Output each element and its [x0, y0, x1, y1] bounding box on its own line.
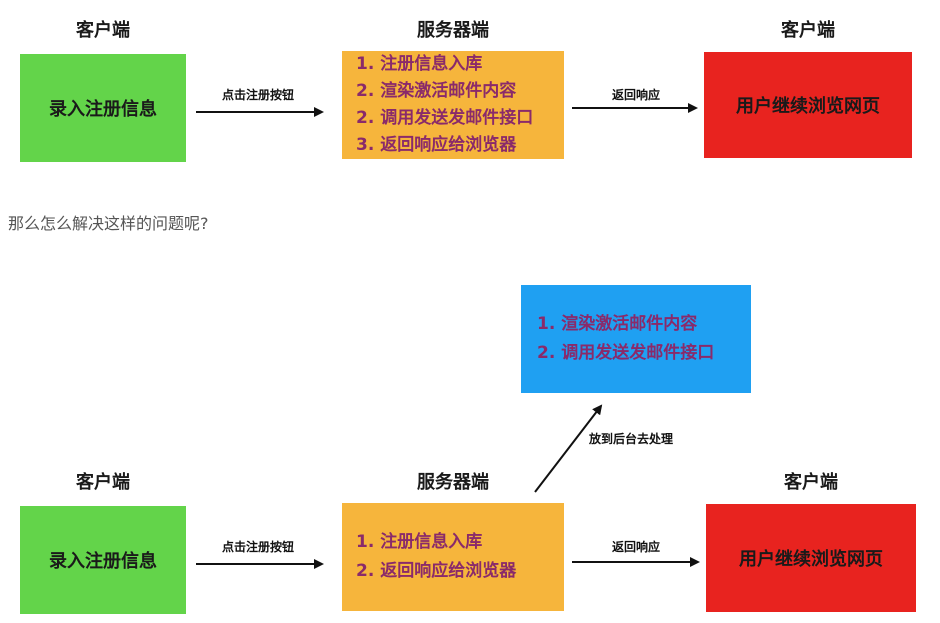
question-text: 那么怎么解决这样的问题呢? — [8, 214, 209, 233]
diagram2-server-step: 1. 注册信息入库 — [356, 532, 483, 552]
diagram2-server-header: 服务器端 — [417, 472, 489, 493]
diagram1-server-header: 服务器端 — [417, 20, 489, 41]
diagram1-server-box: 1. 注册信息入库 2. 渲染激活邮件内容 2. 调用发送发邮件接口 3. 返回… — [342, 51, 564, 159]
diagram2-client-input-label: 录入注册信息 — [49, 551, 157, 572]
diagram1-client-right-header: 客户端 — [781, 20, 835, 41]
diagram1-server-step: 3. 返回响应给浏览器 — [356, 135, 517, 155]
diagram2-arrow-left-label: 点击注册按钮 — [221, 540, 294, 554]
diagram2-arrow-right-label: 返回响应 — [611, 540, 660, 554]
diagram1-client-input-label: 录入注册信息 — [49, 99, 157, 120]
diagram1-client-input-box: 录入注册信息 — [20, 54, 186, 162]
diagram2-client-result-box: 用户继续浏览网页 — [706, 504, 916, 612]
diagram2-client-result-label: 用户继续浏览网页 — [739, 549, 883, 570]
diagram2-arrow-up-label: 放到后台去处理 — [589, 432, 674, 446]
diagram1-client-result-box: 用户继续浏览网页 — [704, 52, 912, 158]
diagram2-server-box: 1. 注册信息入库 2. 返回响应给浏览器 — [342, 503, 564, 611]
diagram2-background-step: 2. 调用发送发邮件接口 — [537, 343, 715, 363]
diagram1-server-step: 1. 注册信息入库 — [356, 54, 483, 74]
diagram2-server-step: 2. 返回响应给浏览器 — [356, 561, 517, 581]
diagram1-client-left-header: 客户端 — [76, 20, 130, 41]
diagram1-arrow-right-label: 返回响应 — [611, 88, 660, 102]
diagram1-server-step: 2. 渲染激活邮件内容 — [356, 81, 517, 101]
diagram2-background-box: 1. 渲染激活邮件内容 2. 调用发送发邮件接口 — [521, 285, 751, 393]
diagram2-client-left-header: 客户端 — [76, 472, 130, 493]
diagram2-arrow-background — [534, 404, 603, 493]
diagram1-server-step: 2. 调用发送发邮件接口 — [356, 108, 534, 128]
diagram2-client-right-header: 客户端 — [784, 472, 838, 493]
diagram2-client-input-box: 录入注册信息 — [20, 506, 186, 614]
diagram1-arrow-left-label: 点击注册按钮 — [221, 88, 294, 102]
diagram2-background-step: 1. 渲染激活邮件内容 — [537, 314, 698, 334]
diagram1-client-result-label: 用户继续浏览网页 — [736, 96, 880, 117]
